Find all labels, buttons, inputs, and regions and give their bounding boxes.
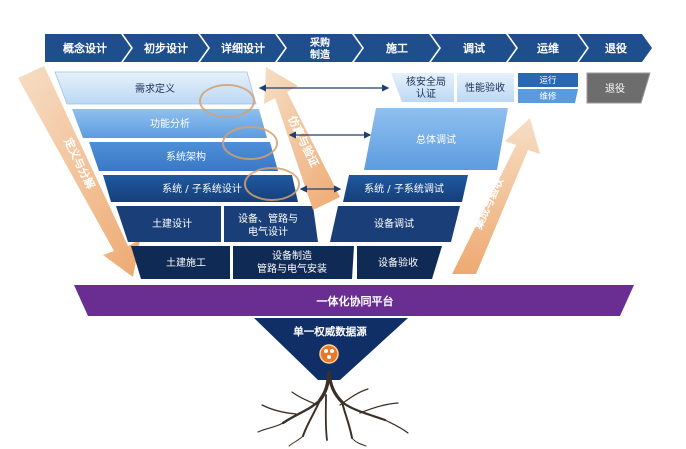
data-source-icon [319,344,339,364]
decommission-label: 退役 [605,82,625,95]
gear-rings [199,84,300,201]
phase-chevron-6 [431,34,516,62]
subsystem-design-label: 系统 / 子系统设计 [162,182,242,195]
civil-construction-label: 土建施工 [166,256,206,269]
civil-construction-box [131,246,230,279]
operation-label: 运行 [539,75,557,86]
manufacturing-label: 设备制造管路与电气安装 [257,249,327,275]
functional-analysis-label: 功能分析 [150,117,190,130]
phase-label-4: 采购制造 [309,36,331,61]
connector-arrows [258,84,390,193]
nuclear-safety-label: 核安全局认证 [406,75,446,100]
system-architecture-box [89,142,278,171]
phase-chevron-3 [200,34,285,62]
overall-test-box [364,108,508,170]
decommission-box [586,72,651,104]
phase-label-5: 施工 [386,41,408,55]
subsystem-test-box [343,175,468,202]
equipment-acceptance-box [357,246,442,279]
manufacturing-box [233,246,354,279]
phase-label-3: 详细设计 [221,41,265,55]
operation-box [518,73,578,87]
phase-chevron-1 [45,34,131,62]
collaboration-platform-label: 一体化协同平台 [317,294,394,308]
phase-chevron-4 [277,34,362,62]
phase-label-2: 初步设计 [144,41,188,55]
collaboration-platform-bar [74,285,634,316]
nuclear-safety-box [391,73,454,102]
phase-label-7: 运维 [537,41,559,55]
equipment-design-label: 设备、管路与电气设计 [238,212,298,238]
phase-chevron-5 [354,34,439,62]
equipment-design-box [224,206,318,242]
phase-label-1: 概念设计 [63,41,107,55]
system-architecture-label: 系统架构 [166,150,206,163]
tree-roots-icon [257,370,409,447]
performance-label: 性能验收 [465,81,505,94]
civil-design-box [116,206,221,242]
maintenance-box [518,89,578,103]
requirements-box [54,71,257,105]
phase-chevron-2 [123,34,208,62]
equipment-acceptance-label: 设备验收 [378,256,418,269]
phase-chevron-8 [579,34,652,62]
phase-label-8: 退役 [605,41,627,55]
requirements-label: 需求定义 [135,82,175,95]
phase-label-6: 调试 [463,41,485,55]
phase-bar: 概念设计 初步设计 详细设计 采购制造 施工 调试 运维 退役 [45,34,652,62]
civil-design-label: 土建设计 [152,217,192,230]
data-source-label: 单一权威数据源 [293,325,367,338]
subsystem-test-label: 系统 / 子系统调试 [364,182,444,195]
equipment-test-label: 设备调试 [374,217,414,230]
equipment-test-box [330,206,460,242]
overall-test-label: 总体调试 [416,133,456,146]
phase-chevron-7 [508,34,587,62]
maintenance-label: 维修 [539,91,557,102]
performance-box [457,73,514,102]
subsystem-design-box [103,175,298,202]
